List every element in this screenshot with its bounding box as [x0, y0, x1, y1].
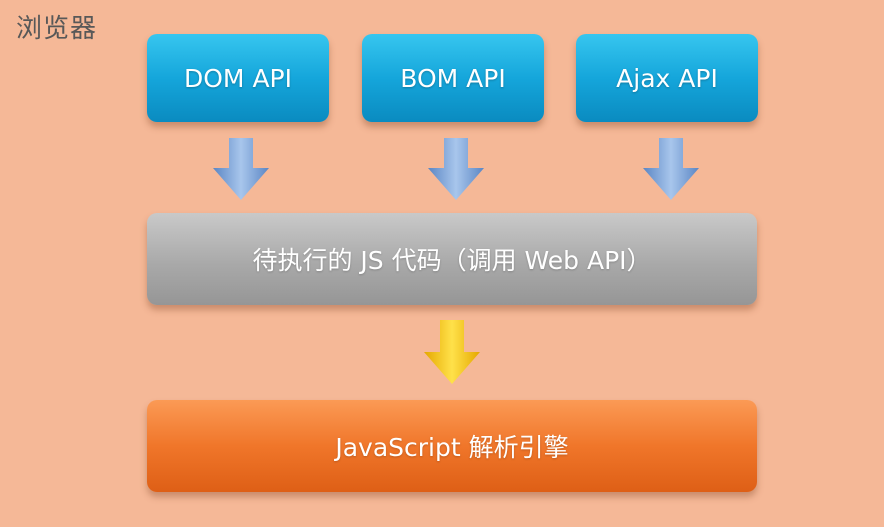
browser-label: 浏览器 [16, 14, 98, 44]
javascript-engine-box: JavaScript 解析引擎 [147, 400, 757, 492]
down-arrow-icon [213, 138, 269, 200]
pending-js-code-box: 待执行的 JS 代码（调用 Web API） [147, 213, 757, 305]
dom-api-box: DOM API [147, 34, 329, 122]
ajax-api-box: Ajax API [576, 34, 758, 122]
bom-api-box: BOM API [362, 34, 544, 122]
down-arrow-icon [428, 138, 484, 200]
down-arrow-icon [643, 138, 699, 200]
down-arrow-icon [424, 320, 480, 384]
